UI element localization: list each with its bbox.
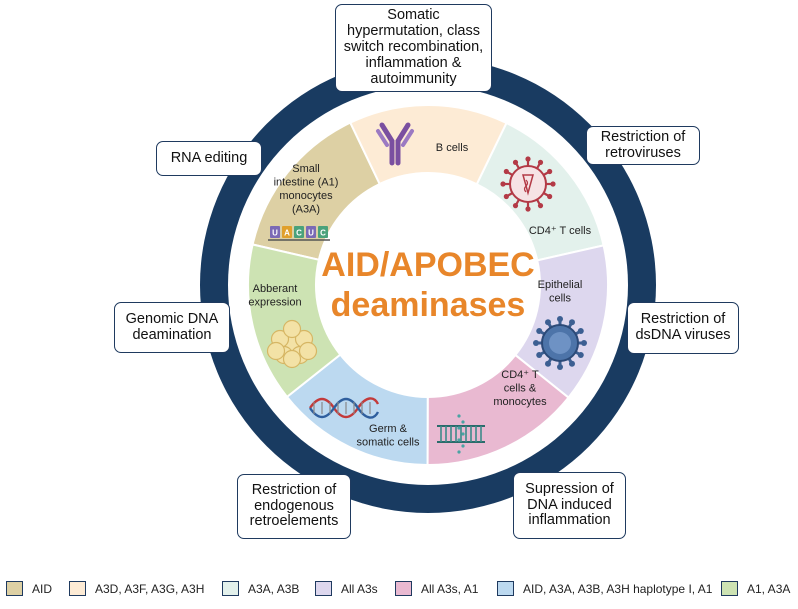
legend: AID A3D, A3F, A3G, A3H A3A, A3B All A3s … [0,575,798,609]
dsdna-virus-icon [533,316,587,370]
box-restriction-retroelements: Restriction of endogenous retroelements [237,474,351,539]
legend-label: All A3s, A1 [421,581,479,596]
box-retroviruses-text: Restriction of retroviruses [600,128,686,161]
legend-label: All A3s [341,581,378,596]
box-supression-dna-inflammation: Supression of DNA induced inflammation [513,472,626,539]
legend-item-aid-a3a: AID, A3A, A3B, A3H haplotype I, A1 [497,581,712,596]
rna-base-letter: C [296,229,302,238]
dna-ladder-icon [437,414,485,454]
legend-item-a1-a3a: A1, A3A [721,581,790,596]
box-somatic-text: Somatic hypermutation, class switch reco… [343,7,484,87]
segment-label: Germ &somatic cells [357,423,420,449]
box-rna-text: RNA editing [170,149,248,166]
legend-item-all-a3s-a1: All A3s, A1 [395,581,478,596]
box-supression-text: Supression of DNA induced inflammation [525,480,614,529]
cell-cluster-icon [266,319,318,369]
box-restriction-retroviruses: Restriction of retroviruses [586,126,700,165]
legend-swatch [222,581,239,596]
legend-swatch [315,581,332,596]
legend-item-a3a-a3b: A3A, A3B [222,581,299,596]
box-rna-editing: RNA editing [156,141,262,176]
legend-swatch [69,581,86,596]
segment-label: B cells [436,142,469,154]
center-title-line2: deaminases [331,286,526,324]
dna-helix-icon [309,397,380,419]
legend-swatch [6,581,23,596]
legend-item-aid: AID [6,581,52,596]
legend-label: A3D, A3F, A3G, A3H [95,581,205,596]
legend-swatch [497,581,514,596]
legend-swatch [395,581,412,596]
legend-label: AID, A3A, A3B, A3H haplotype I, A1 [523,581,713,596]
box-dsdna-text: Restriction of dsDNA viruses [635,311,731,343]
legend-label: AID [32,581,53,596]
box-somatic-hypermutation: Somatic hypermutation, class switch reco… [335,4,492,92]
box-genomic-dna-deamination: Genomic DNA deamination [114,302,230,353]
box-genomic-text: Genomic DNA deamination [125,310,219,343]
rna-base-letter: U [308,229,314,238]
antibody-icon [376,122,414,166]
legend-item-a3d: A3D, A3F, A3G, A3H [69,581,204,596]
legend-label: A3A, A3B [248,581,300,596]
retrovirus-icon [500,156,556,212]
legend-item-all-a3s: All A3s [315,581,378,596]
rna-base-letter: U [272,229,278,238]
box-retroelements-text: Restriction of endogenous retroelements [249,481,339,530]
legend-label: A1, A3A [747,581,791,596]
center-title-line1: AID/APOBEC [321,246,534,284]
box-restriction-dsdna-viruses: Restriction of dsDNA viruses [627,302,739,354]
segment-label: CD4⁺ T cells [529,225,592,237]
legend-swatch [721,581,738,596]
inner-circle [316,173,540,397]
rna-base-letter: A [284,229,290,238]
rna-base-letter: C [320,229,326,238]
